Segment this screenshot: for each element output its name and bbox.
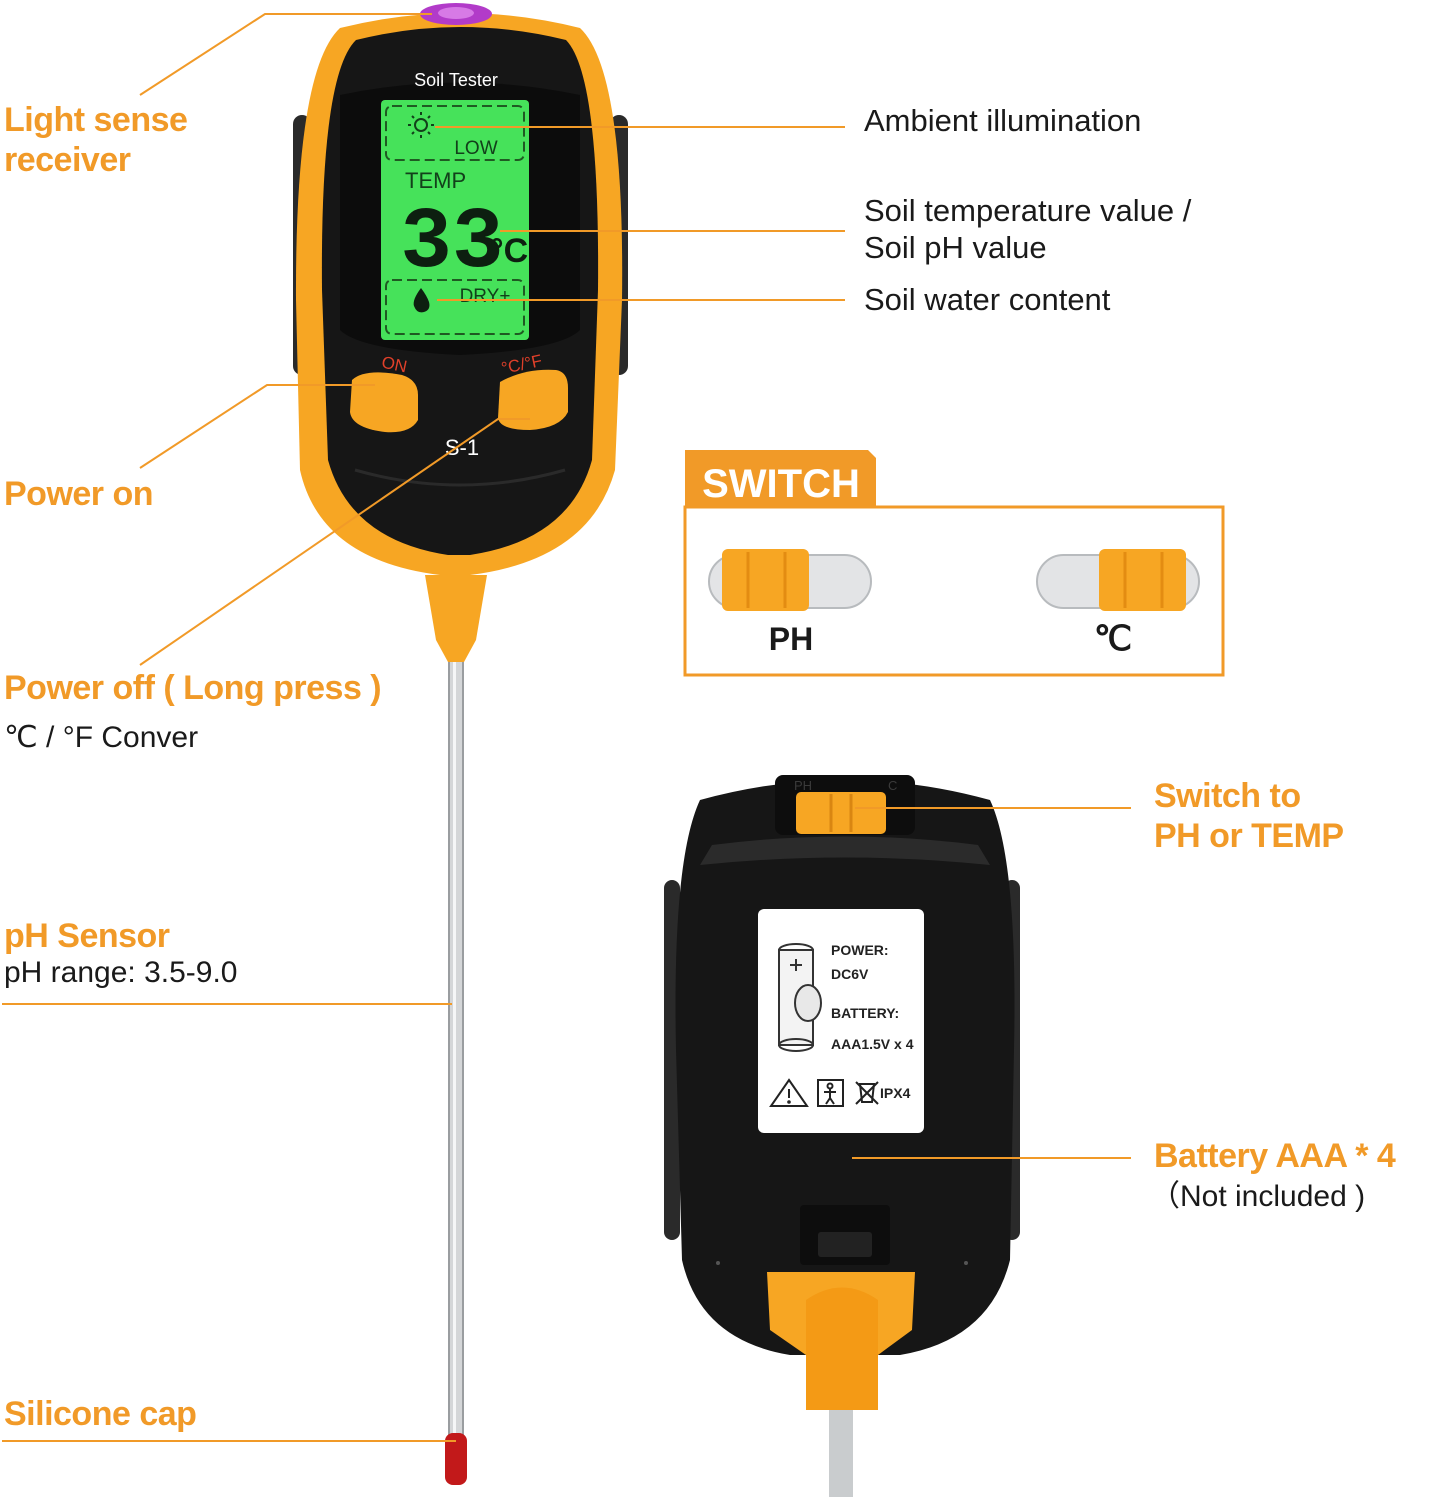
label-soil-temperature: Soil temperature value / Soil pH value bbox=[864, 192, 1191, 266]
manual-icon bbox=[817, 1079, 844, 1107]
label-switch-to: Switch to PH or TEMP bbox=[1154, 776, 1344, 856]
switch-ph-label: PH bbox=[769, 621, 813, 657]
lcd-dry-text: DRY+ bbox=[460, 286, 511, 307]
slot-ph-text: PH bbox=[794, 778, 812, 793]
battery-icon bbox=[778, 943, 822, 1052]
weee-bin-icon bbox=[855, 1081, 879, 1105]
lcd-value: 33 bbox=[400, 194, 503, 292]
sun-icon bbox=[408, 112, 434, 138]
label-silicone-cap: Silicone cap bbox=[4, 1395, 197, 1433]
label-light-sense-line2: receiver bbox=[4, 141, 131, 179]
label-unit-convert: ℃ / °F Conver bbox=[4, 721, 199, 754]
warning-icon bbox=[769, 1078, 809, 1107]
battery-value: AAA1.5V x 4 bbox=[831, 1036, 914, 1052]
label-switch-to-line2: PH or TEMP bbox=[1154, 817, 1344, 855]
on-button-label: ON bbox=[380, 353, 409, 377]
battery-label: BATTERY: bbox=[831, 1005, 899, 1021]
label-switch-to-line1: Switch to bbox=[1154, 777, 1301, 815]
power-value: DC6V bbox=[831, 966, 869, 982]
brand-text: Soil Tester bbox=[414, 70, 498, 90]
label-soil-temperature-line1: Soil temperature value / bbox=[864, 193, 1192, 228]
slot-c-text: C bbox=[888, 778, 897, 793]
label-power-off: Power off ( Long press ) bbox=[4, 669, 382, 707]
label-ambient-illumination: Ambient illumination bbox=[864, 103, 1142, 138]
label-power-on: Power on bbox=[4, 475, 154, 513]
label-soil-water: Soil water content bbox=[864, 282, 1111, 317]
lcd-low-text: LOW bbox=[454, 138, 497, 159]
ph-temp-switch[interactable] bbox=[796, 792, 886, 834]
ipx4-text: IPX4 bbox=[880, 1085, 911, 1101]
label-battery-note: （Not included ) bbox=[1150, 1180, 1366, 1213]
label-soil-temperature-line2: Soil pH value bbox=[864, 230, 1047, 265]
label-light-sense-line1: Light sense bbox=[4, 101, 188, 139]
power-label: POWER: bbox=[831, 942, 889, 958]
unit-convert-button[interactable] bbox=[498, 369, 568, 430]
label-ph-sensor: pH Sensor bbox=[4, 917, 170, 955]
lcd-temp-text: TEMP bbox=[405, 168, 466, 193]
water-drop-icon bbox=[413, 288, 430, 313]
label-battery: Battery AAA * 4 bbox=[1154, 1137, 1396, 1175]
label-light-sense: Light sense receiver bbox=[4, 100, 188, 180]
switch-temp-label: ℃ bbox=[1094, 620, 1132, 658]
switch-title: SWITCH bbox=[702, 462, 860, 506]
lcd-unit: °C bbox=[490, 232, 528, 270]
label-ph-range: pH range: 3.5-9.0 bbox=[4, 956, 238, 989]
silicone-cap bbox=[445, 1433, 467, 1485]
